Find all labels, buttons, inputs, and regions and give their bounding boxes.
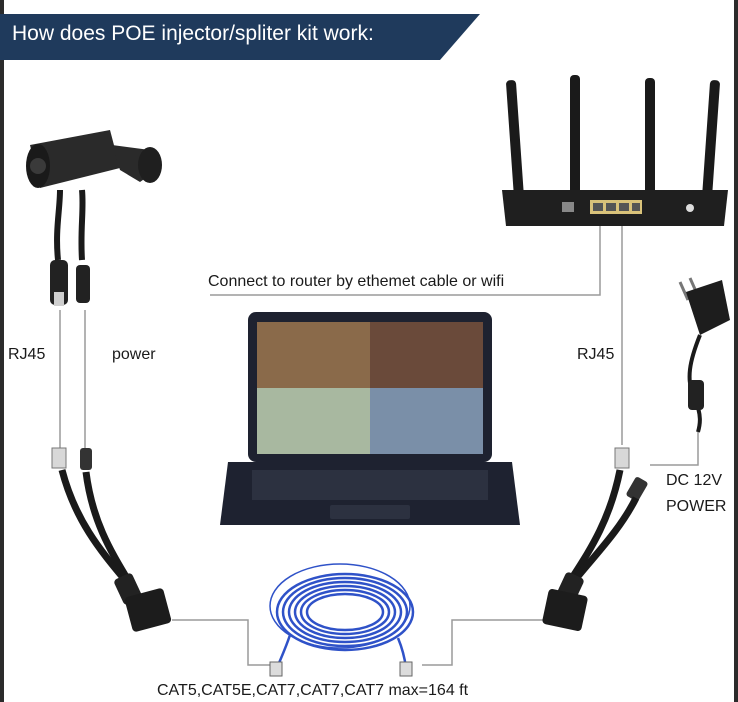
adapter-to-splitter-line <box>650 432 699 466</box>
cable-right-plug-icon <box>399 661 413 677</box>
cable-spec-label: CAT5,CAT5E,CAT7,CAT7,CAT7 max=164 ft <box>157 682 469 699</box>
left-poe-splitter-icon <box>51 447 172 632</box>
right-poe-splitter-icon <box>542 447 648 632</box>
dc-power-label-line1: DC 12V <box>666 472 723 489</box>
power-adapter-icon <box>678 277 730 433</box>
ethernet-cable-icon <box>269 563 415 669</box>
rj45-left-label: RJ45 <box>8 346 46 363</box>
left-splitter-to-cable-line <box>172 619 275 666</box>
cable-left-plug-icon <box>269 661 283 677</box>
power-left-label: power <box>112 346 156 363</box>
router-to-laptop-line <box>210 225 601 296</box>
dc-power-label-line2: POWER <box>666 498 727 515</box>
laptop-icon <box>220 312 520 525</box>
router-connection-label: Connect to router by ethemet cable or wi… <box>208 273 505 290</box>
cctv-camera-icon <box>26 130 162 306</box>
connector-lines <box>59 225 699 666</box>
title-banner <box>0 14 480 60</box>
banner-title: How does POE injector/spliter kit work: <box>12 22 374 45</box>
right-splitter-to-cable-line <box>422 619 545 666</box>
wifi-router-icon <box>502 75 728 226</box>
right-frame-border <box>734 0 738 702</box>
rj45-right-label: RJ45 <box>577 346 615 363</box>
left-frame-border <box>0 0 4 702</box>
